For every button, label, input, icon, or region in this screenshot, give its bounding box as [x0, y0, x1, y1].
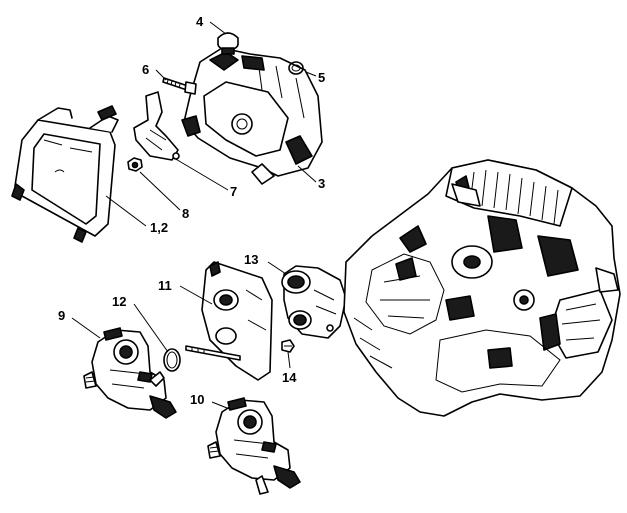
callout-12: 12 [112, 294, 126, 309]
baffle-part[interactable] [133, 91, 180, 161]
air-filter-part[interactable] [11, 105, 119, 243]
callout-5: 5 [318, 70, 325, 85]
o-ring-part[interactable] [288, 61, 304, 75]
callout-7: 7 [230, 184, 237, 199]
gasket-ring-part[interactable] [163, 348, 181, 372]
callout-6: 6 [142, 62, 149, 77]
callout-14: 14 [282, 370, 297, 385]
callout-8: 8 [182, 206, 189, 221]
callout-4: 4 [196, 14, 204, 29]
callout-1-2: 1,2 [150, 220, 168, 235]
leader-lines [71, 21, 317, 411]
callout-labels: 4 5 6 3 7 8 1,2 13 11 12 9 14 10 [58, 14, 325, 407]
callout-10: 10 [190, 392, 204, 407]
engine-body [343, 159, 621, 417]
nut-part[interactable] [127, 157, 143, 172]
callout-3: 3 [318, 176, 325, 191]
screw-part[interactable] [162, 77, 197, 95]
small-screw-part[interactable] [281, 339, 295, 353]
intake-plate-part[interactable] [185, 261, 273, 381]
carburetor-10-part[interactable] [207, 397, 301, 495]
grommet-part[interactable] [217, 32, 239, 55]
intake-flange-part[interactable] [281, 265, 347, 339]
callout-13: 13 [244, 252, 258, 267]
callout-9: 9 [58, 308, 65, 323]
shroud-housing-part[interactable] [181, 47, 323, 185]
callout-11: 11 [158, 278, 172, 293]
carburetor-9-part[interactable] [83, 327, 177, 419]
